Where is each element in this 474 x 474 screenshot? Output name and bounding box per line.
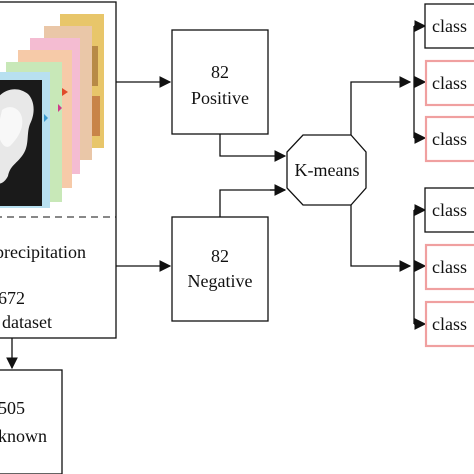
unknown-line2: known xyxy=(0,426,47,446)
positive-count: 82 xyxy=(211,62,229,82)
positive-label: Positive xyxy=(191,88,249,108)
class-box-top-3 xyxy=(424,115,474,163)
dataset-box: precipitation 672 dataset xyxy=(0,1,117,339)
dataset-line3: dataset xyxy=(2,312,52,332)
arrow-positive-to-kmeans xyxy=(219,134,287,162)
positive-box: 82 Positive xyxy=(171,29,269,135)
class-box-bottom-2 xyxy=(424,243,474,291)
image-stack xyxy=(0,14,104,208)
arrow-kmeans-to-bottom-group xyxy=(350,205,412,272)
bottom-classes: class class class xyxy=(424,187,474,348)
class-label-top-2: class xyxy=(432,73,467,93)
unknown-line1: 505 xyxy=(0,398,25,418)
kmeans-node: K-means xyxy=(286,134,367,206)
class-box-top-1 xyxy=(424,3,474,49)
class-label-top-3: class xyxy=(432,129,467,149)
arrow-kmeans-to-top-group xyxy=(350,76,412,135)
arrow-negative-to-kmeans xyxy=(219,189,285,217)
class-label-top-1: class xyxy=(432,16,467,36)
class-box-bottom-3 xyxy=(424,300,474,348)
top-group-bracket xyxy=(413,20,427,144)
class-box-bottom-1 xyxy=(424,187,474,233)
dataset-line2: 672 xyxy=(0,288,25,308)
top-classes: class class class xyxy=(424,3,474,163)
class-label-bottom-1: class xyxy=(432,200,467,220)
class-label-bottom-3: class xyxy=(432,314,467,334)
class-label-bottom-2: class xyxy=(432,257,467,277)
kmeans-label: K-means xyxy=(295,160,360,180)
negative-box: 82 Negative xyxy=(171,216,269,322)
unknown-box: 505 known xyxy=(0,369,63,474)
class-box-top-2 xyxy=(424,59,474,107)
negative-count: 82 xyxy=(211,246,229,266)
bottom-group-bracket xyxy=(413,204,427,330)
negative-label: Negative xyxy=(188,271,253,291)
dataset-line1: precipitation xyxy=(0,242,86,262)
